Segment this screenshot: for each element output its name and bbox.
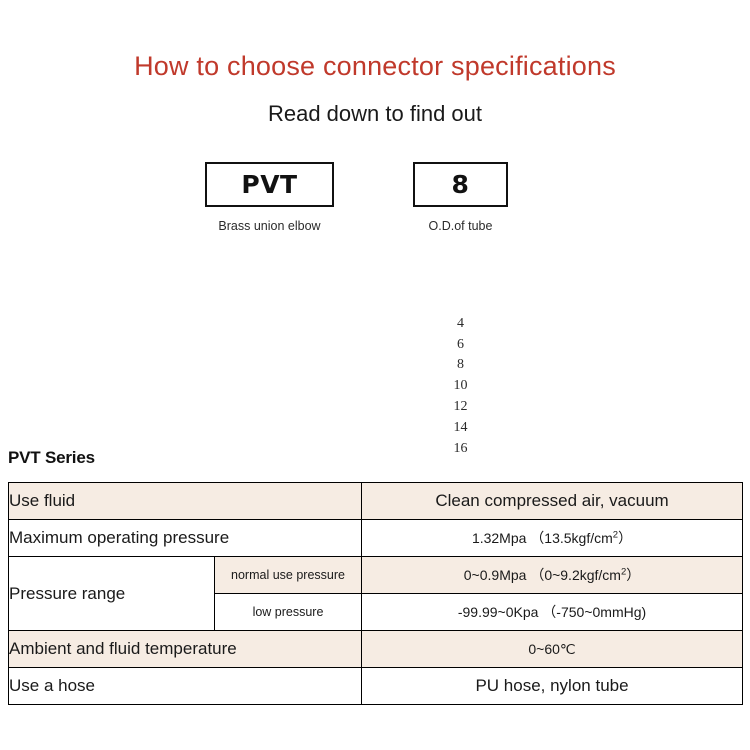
series-table-heading: PVT Series [8, 448, 95, 467]
specification-table: Use fluid Clean compressed air, vacuum M… [7, 482, 744, 705]
size-code-caption: O.D.of tube [428, 218, 493, 233]
series-code-caption: Brass union elbow [218, 218, 321, 233]
spec-value-prefix: 0~0.9Mpa （0~9.2kgf/cm [463, 567, 621, 583]
size-option[interactable]: 10 [453, 378, 468, 394]
spec-value: PU hose, nylon tube [361, 667, 744, 705]
size-option[interactable]: 14 [453, 419, 468, 435]
spec-value: Clean compressed air, vacuum [361, 482, 744, 520]
spec-sublabel: low pressure [213, 593, 363, 631]
size-code-text: 8 [451, 169, 470, 199]
page-subtitle: Read down to find out [267, 100, 483, 126]
table-row: Maximum operating pressure 1.32Mpa （13.5… [7, 519, 744, 557]
spec-value-superscript: 2 [612, 529, 619, 541]
spec-value: 1.32Mpa （13.5kgf/cm2） [361, 519, 744, 557]
size-option-list: 4 6 8 10 12 14 16 [413, 314, 508, 460]
size-option[interactable]: 4 [457, 315, 464, 331]
spec-value: 0~60℃ [361, 630, 744, 668]
spec-group-label: Pressure range [8, 556, 215, 631]
spec-label: Use fluid [7, 482, 363, 520]
size-option[interactable]: 8 [457, 357, 464, 373]
spec-sublabel: normal use pressure [213, 556, 363, 594]
spec-value-suffix: ） [626, 567, 641, 583]
spec-label: Ambient and fluid temperature [7, 630, 363, 668]
spec-value-prefix: 1.32Mpa （13.5kgf/cm [471, 530, 613, 546]
size-option[interactable]: 16 [453, 440, 468, 456]
table-row: Pressure range normal use pressure 0~0.9… [8, 556, 744, 631]
table-row: Use a hose PU hose, nylon tube [7, 667, 744, 705]
spec-value-suffix: ） [618, 530, 633, 546]
spec-label: Use a hose [7, 667, 363, 705]
size-option[interactable]: 6 [457, 336, 464, 352]
table-row: Ambient and fluid temperature 0~60℃ [7, 630, 744, 668]
series-code-box: PVT [205, 161, 334, 207]
spec-value-superscript: 2 [620, 566, 627, 578]
spec-value: -99.99~0Kpa （-750~0mmHg) [361, 593, 744, 631]
size-code-box: 8 [413, 161, 508, 207]
size-option[interactable]: 12 [453, 399, 468, 415]
series-code-text: PVT [241, 169, 298, 199]
table-row: Use fluid Clean compressed air, vacuum [7, 482, 744, 520]
spec-label: Maximum operating pressure [7, 519, 363, 557]
spec-code-row: PVT Brass union elbow 8 O.D.of tube 4 6 … [0, 161, 750, 456]
spec-value: 0~0.9Mpa （0~9.2kgf/cm2） [361, 556, 744, 594]
page-title: How to choose connector specifications [134, 51, 616, 81]
